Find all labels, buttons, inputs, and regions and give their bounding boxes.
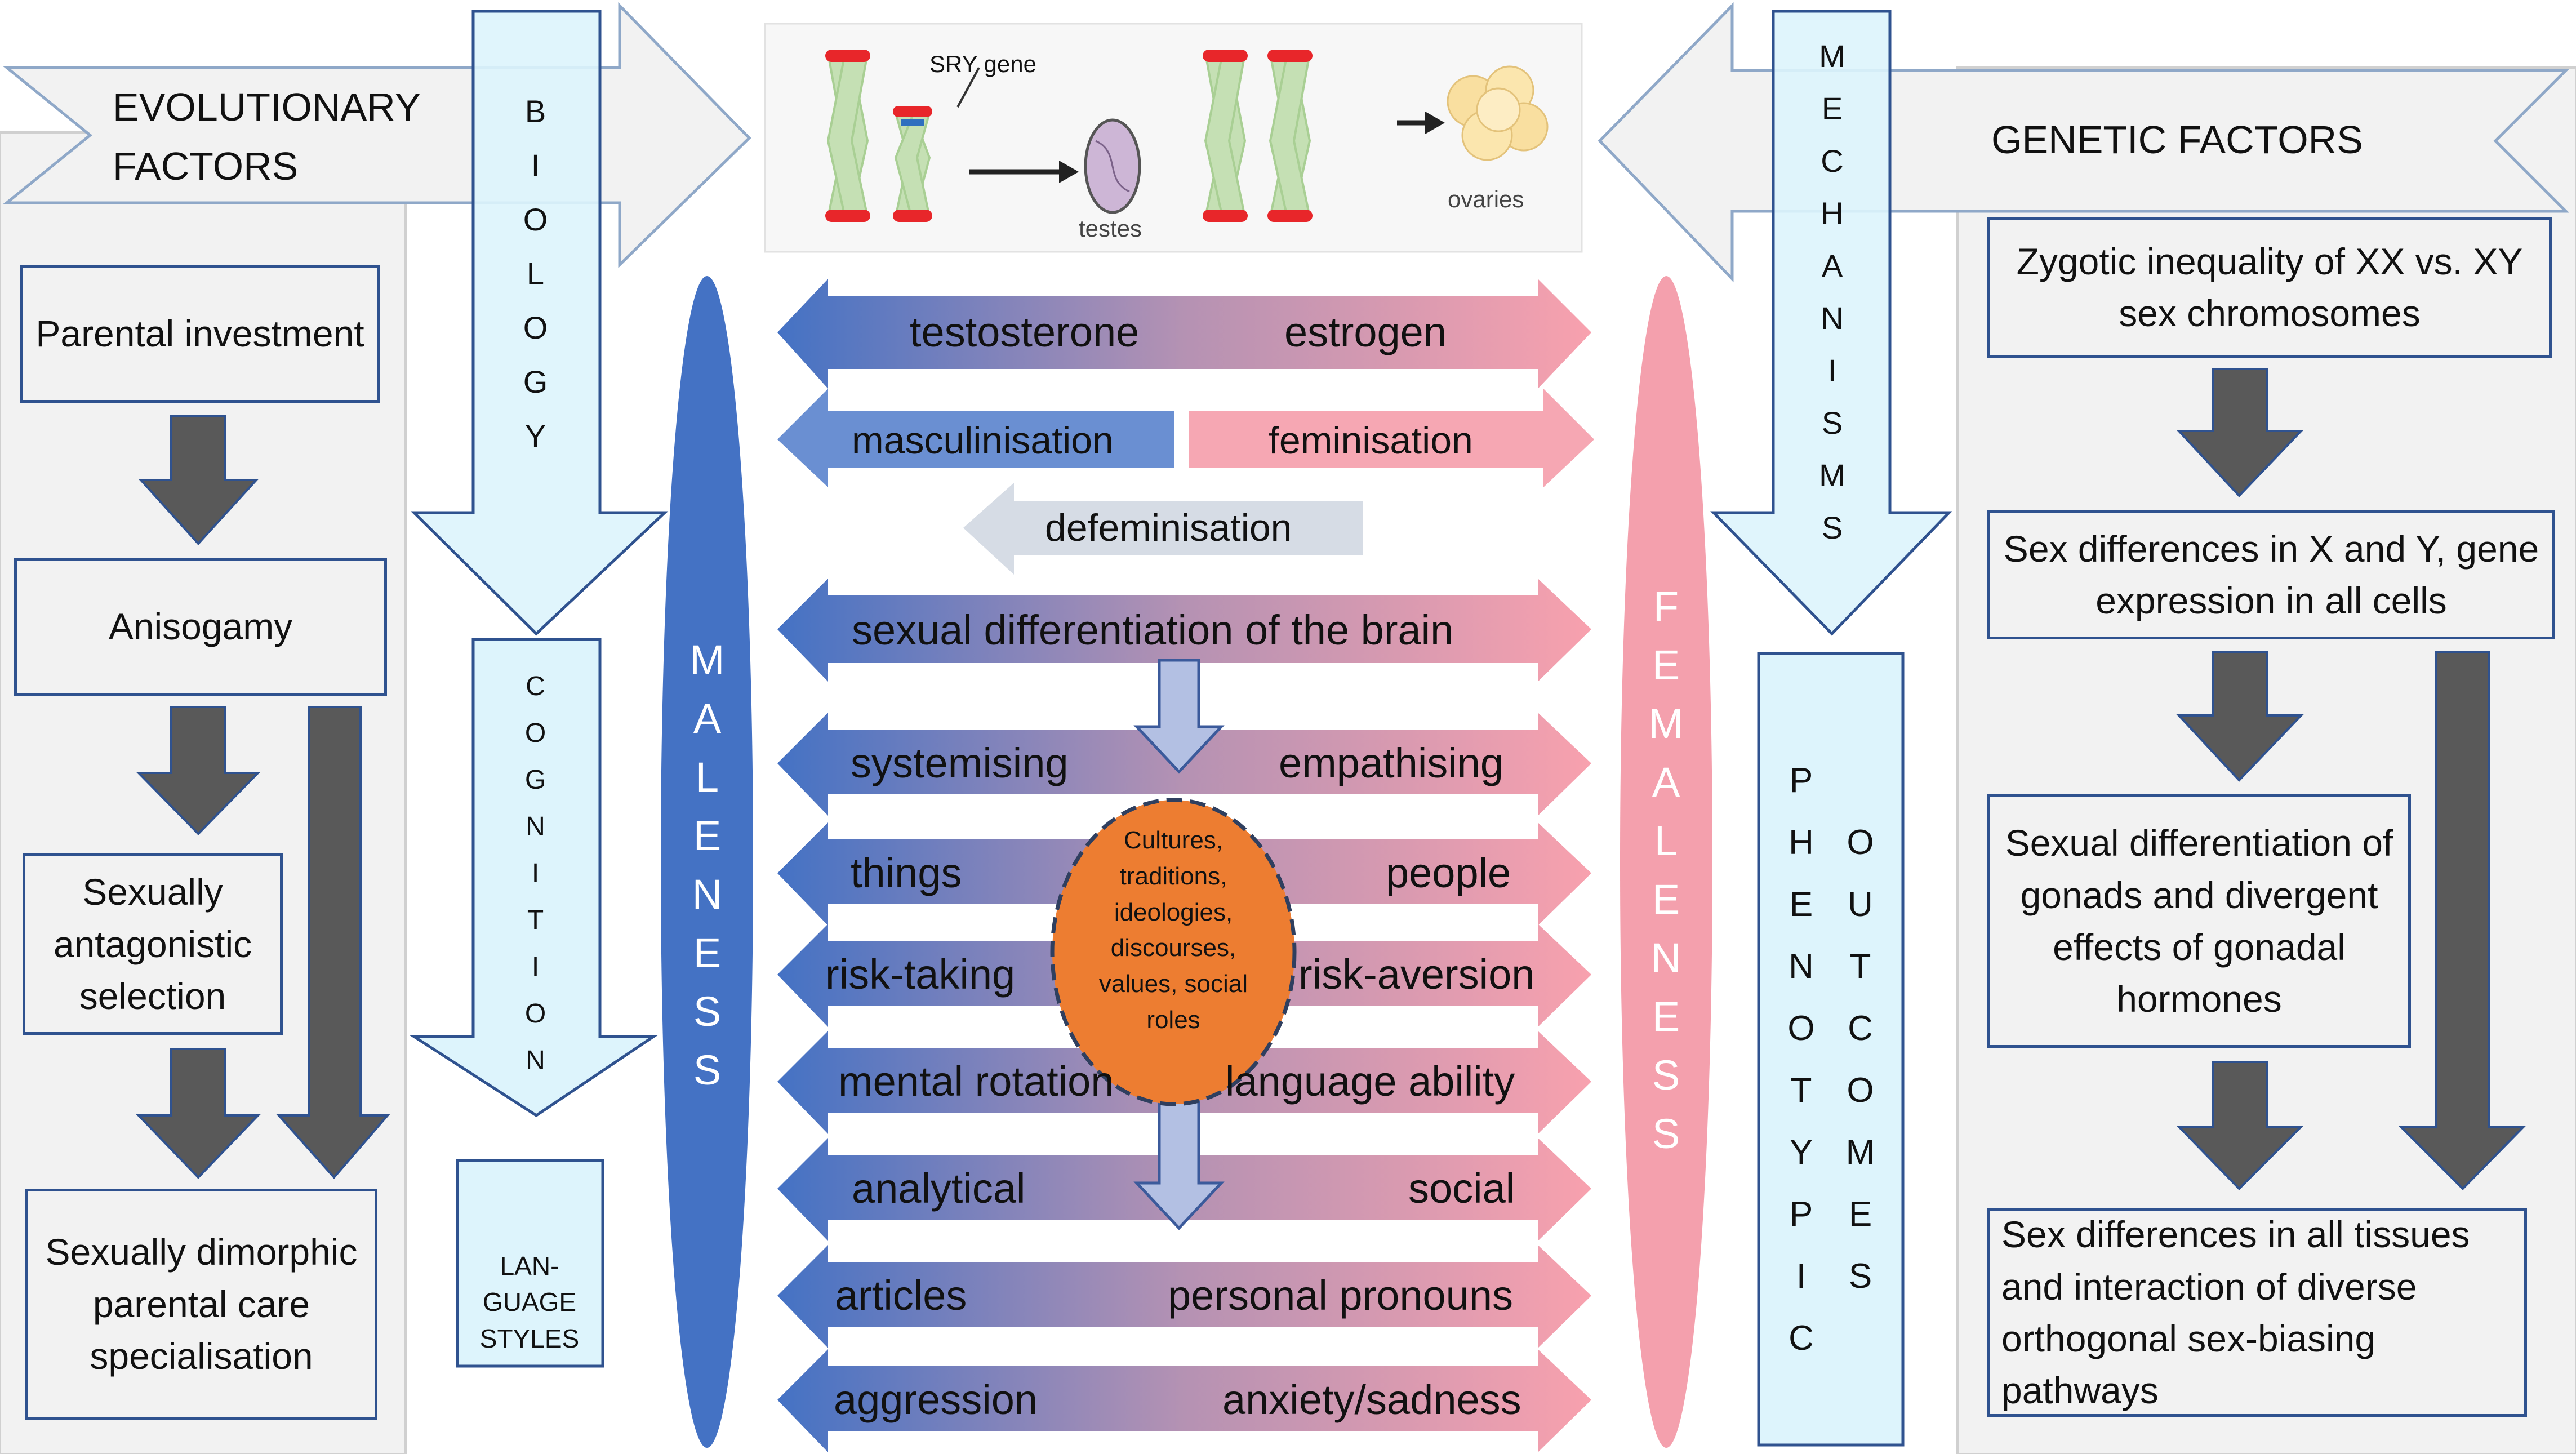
trait-left-label: aggression	[834, 1376, 1038, 1423]
femaleness-ellipse	[1620, 276, 1712, 1448]
testes-label: testes	[1079, 215, 1142, 242]
brain-arrow	[777, 579, 1591, 682]
trait-left-label: risk-taking	[825, 951, 1016, 998]
sry-gene-label: SRY gene	[929, 51, 1036, 77]
culture-oval	[1050, 798, 1297, 1106]
evolutionary-flow-arrows	[136, 415, 390, 1180]
chromosome-illustration	[825, 50, 1549, 222]
culture-oval-text: Cultures, traditions, ideologies, discou…	[1098, 826, 1248, 1034]
parental-investment-box: Parental investment	[20, 265, 380, 403]
brain-down-arrow	[1133, 659, 1225, 774]
culture-down-arrow	[1133, 1088, 1225, 1230]
chromosome-image-panel	[764, 23, 1583, 253]
sexually-antagonistic-selection-box: Sexually antagonistic selection	[23, 853, 283, 1035]
zygotic-inequality-box: Zygotic inequality of XX vs. XY sex chro…	[1987, 217, 2552, 358]
masculinisation-label: masculinisation	[852, 419, 1114, 462]
trait-left-label: analytical	[852, 1165, 1026, 1212]
maleness-ellipse	[661, 276, 753, 1448]
x-y-gene-expression-box: Sex differences in X and Y, gene express…	[1987, 510, 2555, 639]
sex-differences-tissues-box: Sex differences in all tissues and inter…	[1987, 1208, 2527, 1417]
feminisation-label: feminisation	[1269, 419, 1473, 462]
anisogamy-box: Anisogamy	[14, 558, 387, 696]
language-styles-box	[456, 1159, 604, 1368]
trait-right-label: people	[1386, 850, 1511, 896]
trait-left-label: mental rotation	[838, 1058, 1114, 1105]
trait-left-label: things	[851, 850, 962, 896]
trait-left-label: systemising	[851, 740, 1069, 786]
trait-right-label: language ability	[1225, 1058, 1515, 1105]
gonadal-differentiation-box: Sexual differentiation of gonads and div…	[1987, 794, 2411, 1048]
evolutionary-factors-title: EVOLUTIONARY FACTORS	[113, 85, 420, 188]
trait-right-label: empathising	[1279, 740, 1504, 786]
ovaries-label: ovaries	[1448, 186, 1524, 212]
biology-arrow	[410, 10, 669, 636]
trait-left-label: articles	[835, 1272, 967, 1319]
trait-right-label: personal pronouns	[1168, 1272, 1513, 1319]
genetic-flow-arrows	[2176, 368, 2526, 1190]
defeminisation-label: defeminisation	[1045, 506, 1292, 549]
phenotypic-outcomes-box	[1757, 652, 1905, 1447]
estrogen-label: estrogen	[1284, 309, 1447, 355]
defeminisation-arrow	[963, 483, 1363, 575]
trait-right-label: social	[1408, 1165, 1515, 1212]
masculinisation-arrow	[777, 389, 1174, 487]
genetic-factors-title: GENETIC FACTORS	[1991, 118, 2363, 162]
cognition-arrow	[409, 638, 659, 1117]
feminisation-arrow	[1189, 389, 1594, 487]
trait-right-label: risk-aversion	[1298, 951, 1535, 998]
testosterone-estrogen-arrow	[777, 279, 1591, 389]
testosterone-label: testosterone	[910, 309, 1140, 355]
brain-label: sexual differentiation of the brain	[852, 607, 1454, 653]
mechanisms-arrow	[1710, 10, 1952, 636]
language-styles-label: LAN-GUAGE STYLES	[479, 1251, 580, 1353]
trait-right-label: anxiety/sadness	[1222, 1376, 1521, 1423]
parental-care-specialisation-box: Sexually dimorphic parental care special…	[25, 1189, 377, 1420]
